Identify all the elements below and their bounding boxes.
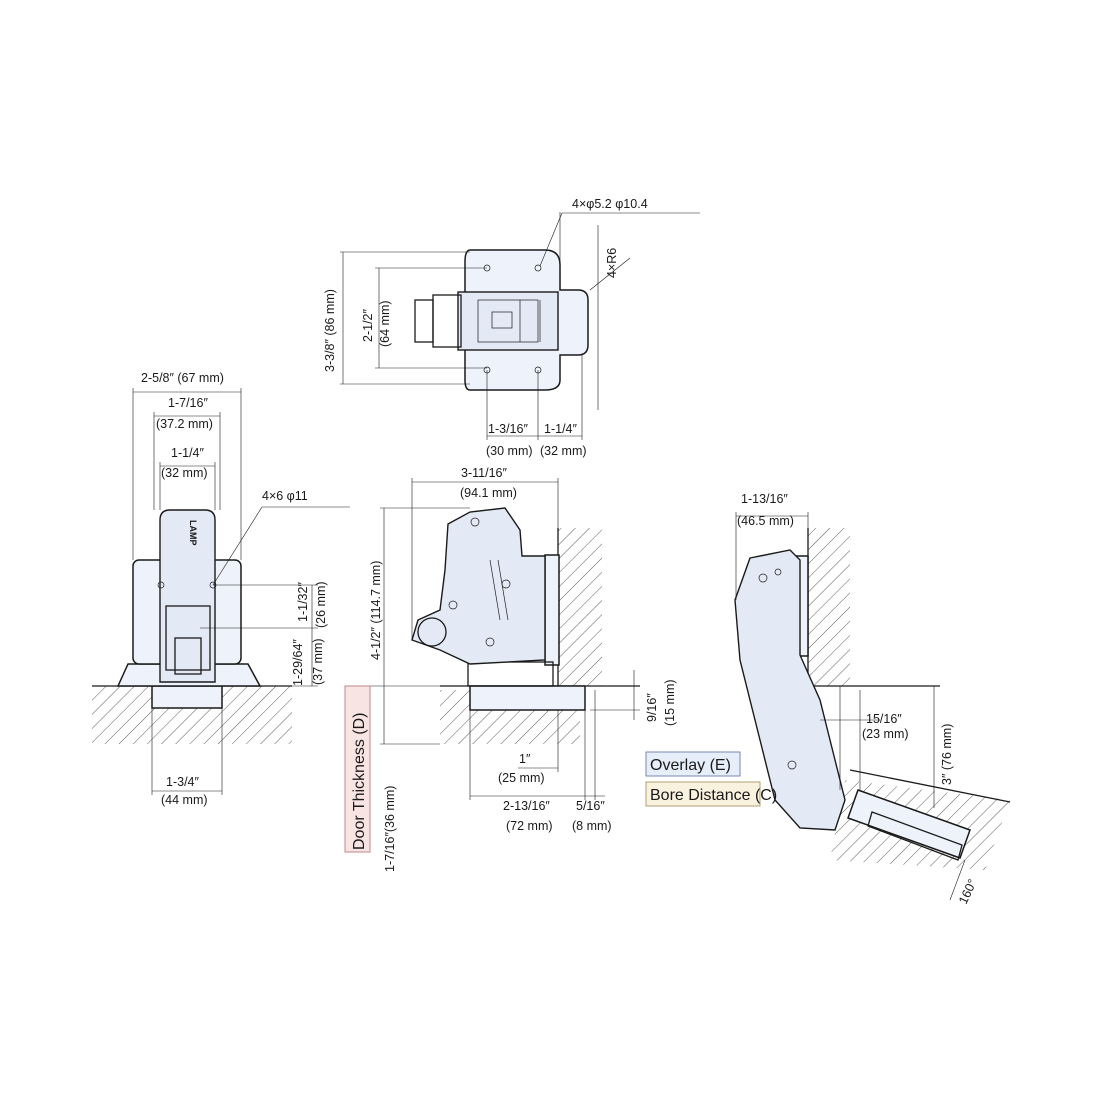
arm-cap — [432, 294, 462, 348]
top-radius-label: 4×R6 — [605, 248, 619, 278]
side-right-mm: (15 mm) — [663, 679, 677, 726]
pivot-icon — [417, 617, 447, 647]
door-edge — [867, 811, 963, 861]
front-holes-label: 4×6 φ11 — [262, 489, 308, 503]
side-top-in: 3-11/16″ — [461, 466, 507, 480]
side-right-in: 9/16″ — [645, 693, 659, 722]
screw-icon — [470, 517, 480, 527]
top-bottom-right-mm: (32 mm) — [540, 444, 587, 458]
arm-slot — [477, 299, 539, 343]
hole-icon — [534, 264, 542, 272]
door-thickness-value: 1-7/16″(36 mm) — [383, 786, 397, 872]
top-view — [340, 212, 700, 440]
front-right-dim2-mm: (37 mm) — [311, 638, 325, 685]
top-bottom-left-in: 1-3/16″ — [488, 422, 528, 436]
front-right-dim1: 1-1/32″ — [296, 582, 310, 622]
top-height-inner-mm: (64 mm) — [378, 300, 392, 347]
cup-open — [847, 789, 971, 859]
bore-distance-label: Bore Distance (C) — [650, 787, 777, 804]
arm-open — [734, 549, 846, 831]
overlay-box — [645, 751, 741, 777]
front-bottom-in: 1-3/4″ — [166, 775, 199, 789]
top-holes-label: 4×φ5.2 φ10.4 — [572, 197, 648, 211]
front-view — [92, 388, 350, 795]
side-b2-in: 2-13/16″ — [503, 799, 550, 813]
side-b3-mm: (8 mm) — [572, 819, 612, 833]
plate-side — [544, 554, 560, 666]
door-thickness-label: Door Thickness (D) — [351, 712, 368, 850]
arm-front — [159, 509, 216, 683]
side-b1-in: 1″ — [519, 752, 531, 766]
lamp-logo: LAMP — [188, 520, 198, 546]
open-top-mm: (46.5 mm) — [737, 514, 794, 528]
top-bottom-right-in: 1-1/4″ — [544, 422, 577, 436]
hole-icon — [157, 581, 165, 589]
front-width3-in: 1-1/4″ — [171, 446, 204, 460]
front-right-dim2: 1-29/64″ — [291, 639, 305, 686]
arm-bracket — [165, 605, 211, 671]
side-b2-mm: (72 mm) — [506, 819, 553, 833]
front-bottom-mm: (44 mm) — [161, 793, 208, 807]
arm-hinge — [174, 637, 202, 675]
screw-icon — [774, 568, 782, 576]
open-mid-in: 15/16″ — [866, 712, 902, 726]
side-b3-in: 5/16″ — [576, 799, 605, 813]
top-height-inner-in: 2-1/2″ — [361, 309, 375, 342]
door-thickness-box — [344, 685, 371, 853]
top-height-outer: 3-3/8″ (86 mm) — [323, 289, 337, 372]
side-height: 4-1/2″ (114.7 mm) — [369, 561, 383, 660]
front-width3-mm: (32 mm) — [161, 466, 208, 480]
open-view — [734, 512, 1011, 901]
screw-icon — [758, 573, 768, 583]
front-right-dim1-mm: (26 mm) — [314, 581, 328, 628]
side-b1-mm: (25 mm) — [498, 771, 545, 785]
adjust-screw — [491, 311, 513, 329]
front-width2-mm: (37.2 mm) — [156, 417, 213, 431]
side-view — [350, 478, 640, 800]
overlay-label: Overlay (E) — [650, 757, 731, 774]
front-width2-in: 1-7/16″ — [168, 396, 208, 410]
base-side — [467, 661, 554, 687]
arm-end — [414, 299, 434, 343]
side-top-mm: (94.1 mm) — [460, 486, 517, 500]
cup-front — [151, 685, 223, 709]
front-overall-width: 2-5/8″ (67 mm) — [141, 371, 224, 385]
arm-top — [457, 291, 559, 351]
arm-side — [411, 507, 546, 665]
screw-icon — [485, 637, 495, 647]
open-angle: 160° — [956, 877, 980, 906]
open-top-in: 1-13/16″ — [741, 492, 788, 506]
open-mid-mm: (23 mm) — [862, 727, 909, 741]
bore-box — [645, 781, 761, 807]
top-bottom-left-mm: (30 mm) — [486, 444, 533, 458]
screw-icon — [787, 760, 797, 770]
open-right: 3″ (76 mm) — [940, 724, 954, 785]
screw-icon — [448, 600, 458, 610]
cup-side — [469, 685, 586, 711]
